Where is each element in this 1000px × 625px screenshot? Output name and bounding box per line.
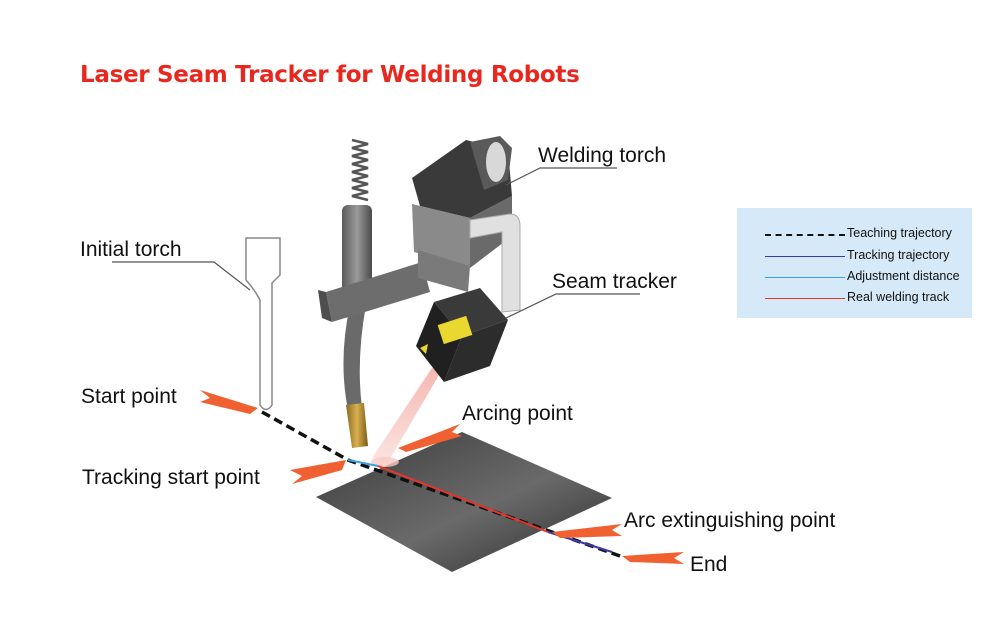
arrows [200, 390, 684, 564]
arrow-arc-extinguishing [552, 524, 622, 538]
welding-torch-assembly [318, 136, 521, 448]
legend-item-real-track: Real welding track [737, 288, 972, 308]
arrow-end [622, 552, 684, 564]
legend-swatch-red [765, 298, 845, 299]
legend-item-tracking: Tracking trajectory [737, 246, 972, 266]
leader-welding-torch [505, 167, 617, 186]
legend-label: Tracking trajectory [847, 248, 950, 262]
initial-torch-outline [245, 237, 281, 411]
label-tracking-start-point: Tracking start point [82, 466, 260, 489]
legend-item-teaching: Teaching trajectory [737, 224, 972, 244]
label-start-point: Start point [81, 385, 177, 408]
legend-swatch-blue-dark [765, 256, 845, 257]
label-arcing-point: Arcing point [462, 402, 573, 425]
label-arc-extinguishing-point: Arc extinguishing point [624, 509, 836, 532]
arrow-arcing-point [398, 424, 462, 452]
leader-seam-tracker [505, 293, 640, 319]
legend-item-adjustment: Adjustment distance [737, 267, 972, 287]
page-title: Laser Seam Tracker for Welding Robots [80, 62, 580, 88]
real-welding-track [377, 465, 549, 533]
legend-label: Adjustment distance [847, 269, 960, 283]
adjustment-distance-line [347, 459, 379, 467]
label-seam-tracker: Seam tracker [552, 270, 677, 293]
workpiece-plate [316, 432, 612, 572]
label-initial-torch: Initial torch [80, 238, 182, 261]
laser-spot [371, 457, 399, 467]
legend-label: Real welding track [847, 290, 950, 304]
laser-beam [372, 368, 442, 462]
leader-initial-torch [112, 261, 251, 291]
arrow-start-point [200, 390, 258, 414]
label-welding-torch: Welding torch [538, 144, 667, 167]
legend-swatch-dashed [765, 234, 845, 236]
legend-label: Teaching trajectory [847, 226, 952, 240]
seam-tracker-device [416, 288, 508, 382]
label-end: End [690, 553, 728, 576]
legend-swatch-blue-light [765, 277, 845, 278]
arrow-tracking-start [290, 460, 346, 484]
legend: Teaching trajectory Tracking trajectory … [737, 208, 972, 318]
